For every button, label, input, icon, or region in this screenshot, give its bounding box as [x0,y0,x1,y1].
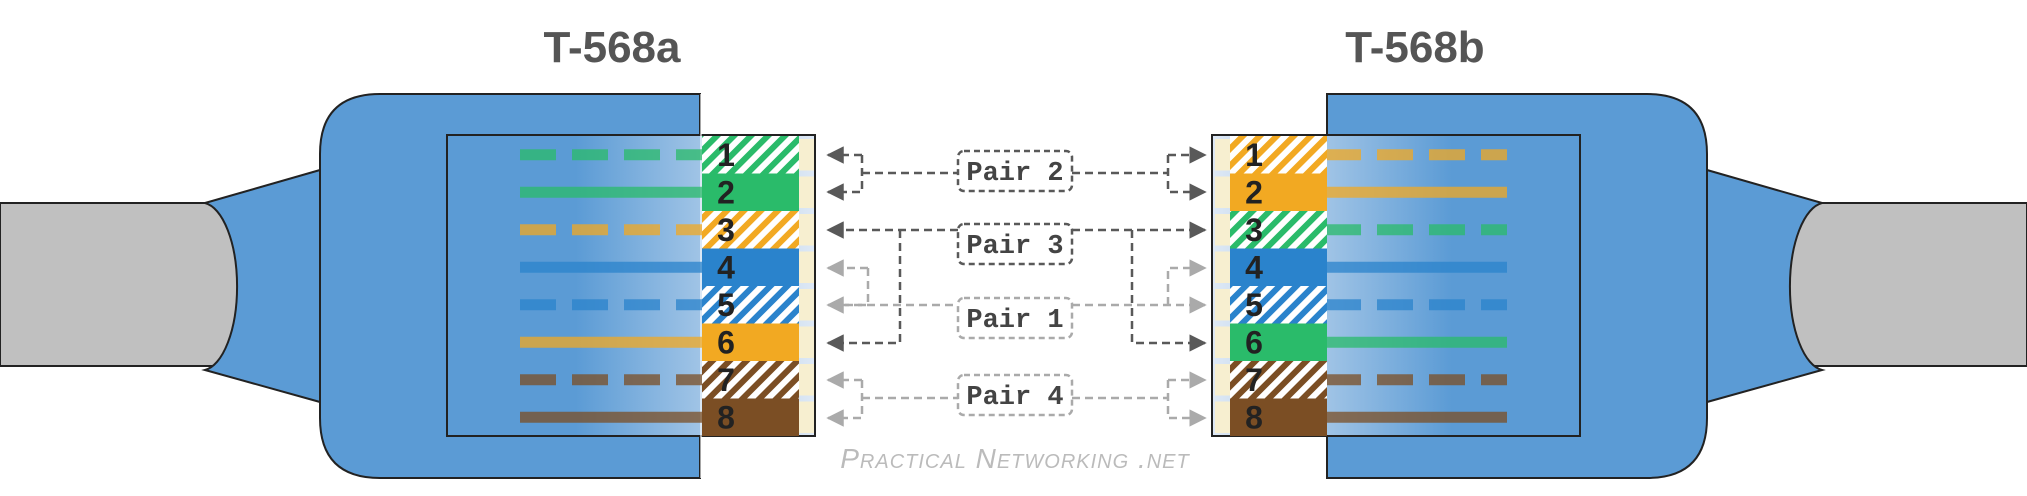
pair-label-1: Pair 1 [956,296,1074,340]
left-pin-number-5: 5 [717,287,735,323]
right-pin-contact-6 [1215,326,1230,358]
left-pin-1 [702,136,799,174]
right-pin-number-8: 8 [1245,399,1263,435]
right-pin-contact-7 [1215,364,1230,396]
right-pin-contact-5 [1215,289,1230,321]
right-pin-number-5: 5 [1245,287,1263,323]
right-pin-4 [1230,248,1327,286]
left-cable [0,168,321,404]
pair-arrows [826,146,1207,427]
right-pin-6 [1230,323,1327,361]
right-pin-contact-1 [1215,139,1230,171]
pair-1-arrows [826,259,1207,314]
left-pin-7 [702,361,799,399]
pair-3-arrows [826,221,1207,352]
left-pin-3 [702,211,799,249]
right-wires [1325,149,1507,423]
left-pin-contact-5 [799,289,814,321]
right-pin-5 [1230,286,1327,324]
title-t568b: T-568b [1345,23,1484,72]
right-pin-3 [1230,211,1327,249]
left-wires [520,149,702,423]
left-pin-number-8: 8 [717,399,735,435]
svg-text:Pair 2: Pair 2 [966,159,1063,189]
left-pin-8 [702,398,799,436]
right-pin-contact-2 [1215,176,1230,208]
credit-text: Practical Networking .net [840,443,1190,474]
svg-text:Pair 3: Pair 3 [966,232,1063,262]
right-pin-number-1: 1 [1245,137,1263,173]
right-cable [1706,168,2027,404]
left-pin-5 [702,286,799,324]
left-pin-number-2: 2 [717,174,735,210]
left-pin-2 [702,173,799,211]
left-pin-contact-1 [799,139,814,171]
right-pin-8 [1230,398,1327,436]
right-pin-number-6: 6 [1245,324,1263,360]
left-pin-number-7: 7 [717,362,735,398]
left-pin-contact-4 [799,251,814,283]
right-pin-contact-4 [1215,251,1230,283]
left-pin-number-4: 4 [717,249,735,285]
right-pin-1 [1230,136,1327,174]
pair-2-arrows [826,146,1207,201]
left-pin-4 [702,248,799,286]
pair-label-4: Pair 4 [956,373,1074,417]
right-pin-number-4: 4 [1245,249,1263,285]
svg-text:Pair 4: Pair 4 [966,383,1063,413]
right-pin-number-3: 3 [1245,212,1263,248]
right-pin-number-7: 7 [1245,362,1263,398]
pair-label-3: Pair 3 [956,222,1074,266]
svg-text:Pair 1: Pair 1 [966,306,1063,336]
left-pin-contact-8 [799,401,814,433]
left-pin-number-6: 6 [717,324,735,360]
pair-4-arrows [826,371,1207,427]
left-pin-contact-6 [799,326,814,358]
left-pin-number-3: 3 [717,212,735,248]
pair-label-2: Pair 2 [956,149,1074,193]
left-pin-number-1: 1 [717,137,735,173]
right-pin-7 [1230,361,1327,399]
right-pin-contact-8 [1215,401,1230,433]
right-pin-2 [1230,173,1327,211]
left-pin-6 [702,323,799,361]
left-pin-contact-7 [799,364,814,396]
right-pin-contact-3 [1215,214,1230,246]
title-t568a: T-568a [544,23,682,72]
left-pin-contact-3 [799,214,814,246]
right-pin-number-2: 2 [1245,174,1263,210]
left-pin-contact-2 [799,176,814,208]
